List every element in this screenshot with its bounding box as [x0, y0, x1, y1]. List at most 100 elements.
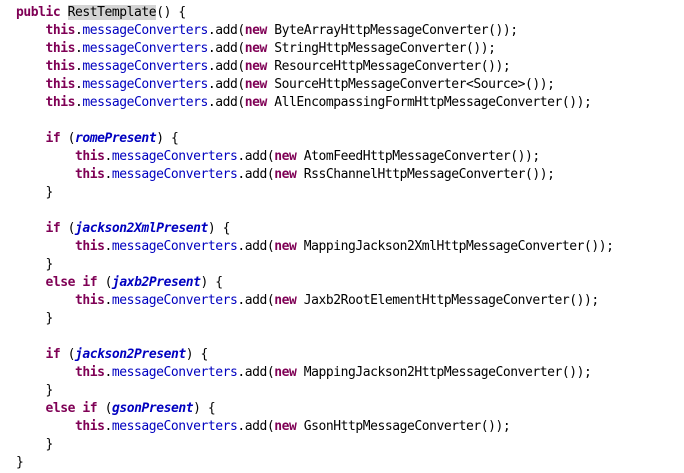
code-token: ( [97, 275, 113, 290]
code-token: StringHttpMessageConverter()); [266, 41, 496, 56]
code-token: . [75, 41, 83, 56]
code-text-area[interactable]: public RestTemplate() { this.messageConv… [16, 4, 614, 472]
field-token: messageConverters [111, 167, 238, 182]
static-field-token: jaxb2Present [111, 275, 201, 290]
keyword-token: this [75, 149, 105, 164]
code-token: . [104, 239, 113, 254]
keyword-token: new [274, 293, 297, 308]
code-line: if (romePresent) { [16, 130, 614, 148]
keyword-token: this [45, 77, 76, 92]
code-token: .add( [237, 419, 275, 434]
code-token: ) { [185, 347, 209, 362]
keyword-token: this [45, 59, 76, 74]
code-token: RssChannelHttpMessageConverter()); [296, 167, 555, 182]
field-token: messageConverters [111, 149, 238, 164]
code-token: } [45, 437, 54, 452]
code-token: ) { [193, 401, 216, 416]
code-token: .add( [207, 41, 245, 56]
static-field-token: jackson2Present [75, 347, 186, 362]
code-line: } [16, 436, 614, 454]
keyword-token: new [244, 23, 268, 38]
code-token: . [104, 293, 113, 308]
code-token: Jaxb2RootElementHttpMessageConverter()); [296, 293, 600, 308]
code-token: .add( [207, 23, 245, 38]
code-line: this.messageConverters.add(new MappingJa… [16, 238, 614, 256]
code-line: } [16, 310, 614, 328]
code-token: AtomFeedHttpMessageConverter()); [296, 149, 541, 164]
code-line: } [16, 454, 614, 472]
field-token: messageConverters [111, 365, 238, 380]
code-token: .add( [237, 293, 275, 308]
keyword-token: this [45, 95, 76, 110]
code-line: else if (jaxb2Present) { [16, 274, 614, 292]
code-token: . [104, 419, 113, 434]
code-token: . [104, 167, 113, 182]
keyword-token: new [244, 95, 268, 110]
field-token: messageConverters [111, 419, 238, 434]
code-token: ) { [156, 131, 179, 146]
code-token: ( [97, 401, 113, 416]
keyword-token: this [45, 41, 76, 56]
field-token: messageConverters [111, 239, 238, 254]
code-token: . [75, 59, 83, 74]
code-token: .add( [237, 365, 275, 380]
field-token: messageConverters [82, 41, 208, 56]
keyword-token: new [274, 365, 297, 380]
code-line: this.messageConverters.add(new ByteArray… [16, 22, 614, 40]
code-line: this.messageConverters.add(new StringHtt… [16, 40, 614, 58]
code-token: AllEncompassingFormHttpMessageConverter(… [266, 95, 592, 110]
code-line: this.messageConverters.add(new MappingJa… [16, 364, 614, 382]
code-token: GsonHttpMessageConverter()); [296, 419, 511, 434]
keyword-token: else [45, 275, 76, 290]
keyword-token: new [244, 59, 268, 74]
keyword-token: else [45, 401, 76, 416]
field-token: messageConverters [82, 95, 208, 110]
code-line: this.messageConverters.add(new AllEncomp… [16, 94, 614, 112]
code-token: } [45, 311, 54, 326]
code-token: ByteArrayHttpMessageConverter()); [266, 23, 518, 38]
keyword-token: if [45, 347, 61, 362]
code-line: this.messageConverters.add(new RssChanne… [16, 166, 614, 184]
keyword-token: public [16, 5, 61, 20]
code-token: MappingJackson2HttpMessageConverter()); [296, 365, 592, 380]
code-line: } [16, 256, 614, 274]
keyword-token: this [45, 23, 76, 38]
highlighted-token: RestTemplate [67, 5, 157, 20]
code-token: } [16, 455, 24, 470]
code-line [16, 112, 614, 130]
code-line: public RestTemplate() { [16, 4, 614, 22]
keyword-token: new [244, 41, 268, 56]
code-token: } [45, 383, 54, 398]
code-token: MappingJackson2XmlHttpMessageConverter()… [296, 239, 614, 254]
keyword-token: if [82, 275, 98, 290]
keyword-token: this [75, 293, 105, 308]
static-field-token: jackson2XmlPresent [75, 221, 208, 236]
code-token: . [75, 95, 83, 110]
keyword-token: this [75, 419, 105, 434]
keyword-token: new [244, 77, 268, 92]
keyword-token: new [274, 239, 297, 254]
code-line: } [16, 382, 614, 400]
code-token: () { [156, 5, 186, 20]
field-token: messageConverters [82, 23, 208, 38]
static-field-token: romePresent [75, 131, 157, 146]
keyword-token: new [274, 167, 297, 182]
code-token: } [45, 185, 54, 200]
code-line: if (jackson2XmlPresent) { [16, 220, 614, 238]
code-token: . [104, 149, 113, 164]
field-token: messageConverters [111, 293, 238, 308]
code-line: this.messageConverters.add(new ResourceH… [16, 58, 614, 76]
field-token: messageConverters [82, 59, 208, 74]
code-line: this.messageConverters.add(new AtomFeedH… [16, 148, 614, 166]
code-token: .add( [237, 167, 275, 182]
keyword-token: this [75, 365, 105, 380]
code-token: ) { [207, 221, 231, 236]
code-token: . [75, 23, 83, 38]
code-line: this.messageConverters.add(new Jaxb2Root… [16, 292, 614, 310]
code-token: .add( [237, 239, 275, 254]
code-token: SourceHttpMessageConverter<Source>()); [266, 77, 555, 92]
code-token: . [104, 365, 113, 380]
keyword-token: this [75, 167, 105, 182]
code-line [16, 202, 614, 220]
